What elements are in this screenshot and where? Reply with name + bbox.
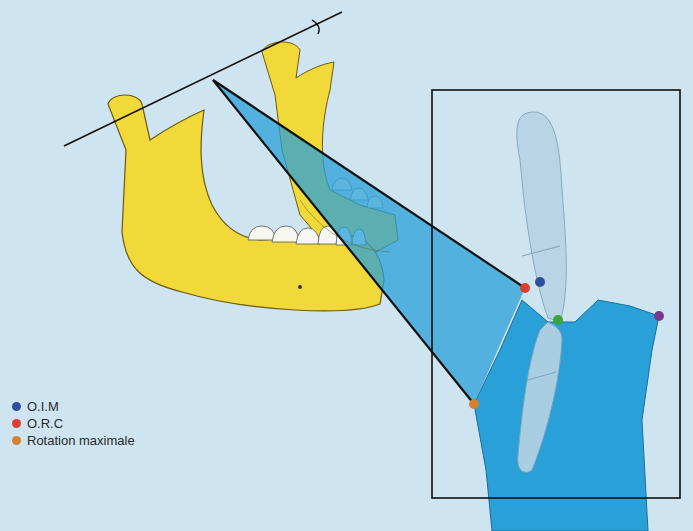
rotation-arrow xyxy=(312,20,319,34)
radius-line xyxy=(213,80,474,404)
mental-foramen xyxy=(298,285,302,289)
legend-swatch xyxy=(12,419,21,428)
legend-swatch xyxy=(12,402,21,411)
legend-item: Rotation maximale xyxy=(12,432,135,449)
cej-line xyxy=(528,372,556,380)
max-rotation-point xyxy=(469,399,479,409)
cej-line xyxy=(522,246,560,256)
oim-point xyxy=(535,277,545,287)
rotation-sector xyxy=(213,80,525,404)
inset-frame xyxy=(432,90,680,498)
legend-item: O.R.C xyxy=(12,415,135,432)
radius-line xyxy=(213,80,525,288)
upper-incisor xyxy=(517,112,566,322)
legend-swatch xyxy=(12,436,21,445)
legend: O.I.M O.R.C Rotation maximale xyxy=(12,398,135,449)
orc-point xyxy=(520,283,530,293)
lower-incisor xyxy=(518,322,562,472)
legend-item: O.I.M xyxy=(12,398,135,415)
incisal-point xyxy=(553,315,563,325)
soft-tissue-point xyxy=(654,311,664,321)
hinge-axis xyxy=(64,12,342,146)
legend-label: Rotation maximale xyxy=(27,433,135,448)
legend-label: O.R.C xyxy=(27,416,63,431)
legend-label: O.I.M xyxy=(27,399,59,414)
